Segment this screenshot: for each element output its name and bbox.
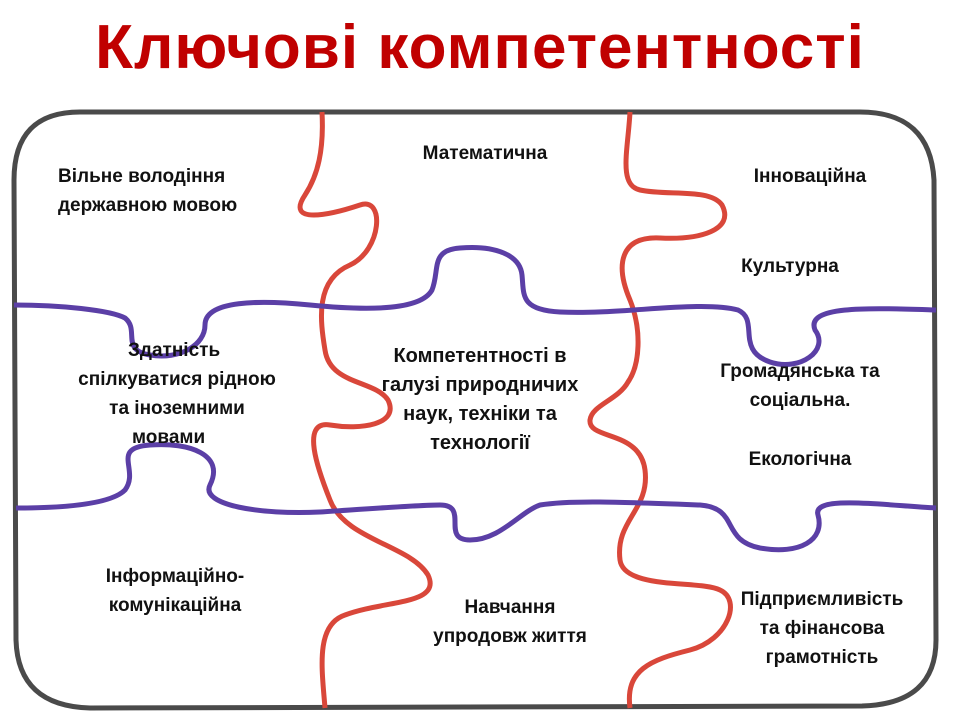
piece-entrepreneurship-line-3: грамотність [765, 647, 879, 668]
piece-civic-line-2: соціальна. [749, 390, 851, 411]
piece-communication-line-2: спілкуватися рідною [78, 369, 276, 390]
piece-civic: Громадянська та соціальна. [700, 357, 900, 415]
piece-state-language-line-2: державною мовою [58, 195, 238, 216]
puzzle-frame [11, 109, 939, 711]
piece-science: Компетентності в галузі природничих наук… [360, 342, 600, 458]
piece-science-line-4: технології [430, 432, 530, 454]
piece-science-line-3: наук, техніки та [403, 403, 557, 425]
piece-state-language: Вільне володіння державною мовою [58, 162, 237, 220]
piece-communication-line-1: Здатність [128, 340, 221, 361]
piece-digital-line-2: комунікаційна [108, 595, 242, 616]
piece-entrepreneurship-line-1: Підприємливість [740, 589, 904, 610]
piece-digital-line-1: Інформаційно- [105, 566, 245, 587]
piece-science-line-1: Компетентності в [393, 345, 567, 367]
piece-innovation: Інноваційна [720, 162, 900, 191]
piece-entrepreneurship-line-2: та фінансова [759, 618, 885, 639]
piece-communication: Здатність спілкуватися рідною та іноземн… [62, 336, 292, 452]
piece-ecological-line-1: Екологічна [748, 449, 852, 470]
vertical-seam-left [297, 111, 433, 709]
piece-science-line-2: галузі природничих [381, 374, 579, 396]
vertical-seam-right [587, 111, 733, 709]
piece-ecological: Екологічна [710, 445, 890, 474]
piece-state-language-line-1: Вільне володіння [58, 166, 226, 187]
piece-cultural: Культурна [700, 252, 880, 281]
piece-communication-line-4: мовами [132, 427, 206, 448]
piece-communication-line-3: та іноземними [109, 398, 245, 419]
piece-entrepreneurship: Підприємливість та фінансова грамотність [722, 585, 922, 672]
piece-innovation-line-1: Інноваційна [753, 166, 867, 187]
piece-lifelong-line-1: Навчання [464, 597, 556, 618]
piece-lifelong-line-2: упродовж життя [433, 626, 587, 647]
piece-lifelong: Навчання упродовж життя [405, 593, 615, 651]
piece-cultural-line-1: Культурна [741, 256, 839, 277]
piece-math: Математична [395, 139, 575, 168]
piece-civic-line-1: Громадянська та [720, 361, 880, 382]
piece-digital: Інформаційно- комунікаційна [70, 562, 280, 620]
page-title: Ключові компетентності [95, 13, 865, 82]
horizontal-seam-bottom [15, 442, 937, 553]
piece-math-line-1: Математична [422, 143, 548, 164]
horizontal-seam-top [13, 244, 937, 367]
